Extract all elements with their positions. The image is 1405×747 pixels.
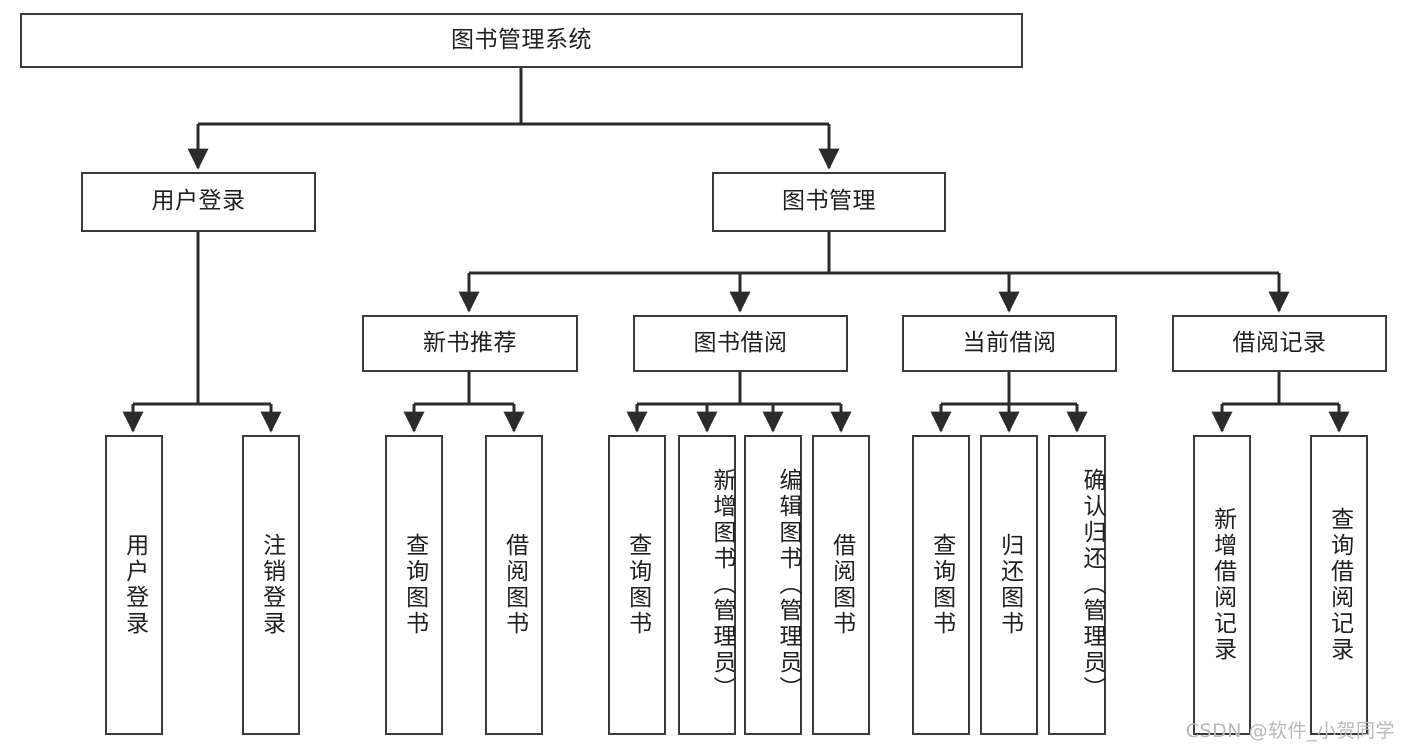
node-leaf-borrow-book-1-label: 借阅图书 xyxy=(501,533,528,637)
node-new-book-rec-label: 新书推荐 xyxy=(423,329,517,356)
node-leaf-user-login[interactable]: 用户登录 xyxy=(105,435,163,735)
node-leaf-edit-book-label: 编辑图书（管理员） xyxy=(775,468,801,702)
node-current-borrow-label: 当前借阅 xyxy=(962,329,1057,356)
node-leaf-add-book[interactable]: 新增图书（管理员） xyxy=(678,435,736,735)
node-leaf-edit-book[interactable]: 编辑图书（管理员） xyxy=(744,435,802,735)
node-leaf-confirm-return-label: 确认归还（管理员） xyxy=(1079,468,1105,702)
node-book-borrow[interactable]: 图书借阅 xyxy=(633,315,848,372)
node-leaf-query-book-1-label: 查询图书 xyxy=(401,533,428,637)
node-leaf-add-book-label: 新增图书（管理员） xyxy=(709,468,735,702)
node-root[interactable]: 图书管理系统 xyxy=(20,13,1023,68)
node-book-borrow-label: 图书借阅 xyxy=(693,329,788,356)
node-borrow-record-label: 借阅记录 xyxy=(1232,329,1327,356)
node-book-manage[interactable]: 图书管理 xyxy=(712,172,946,232)
node-leaf-query-book-2-label: 查询图书 xyxy=(624,533,651,637)
node-leaf-return-book[interactable]: 归还图书 xyxy=(980,435,1038,735)
node-leaf-borrow-book-1[interactable]: 借阅图书 xyxy=(485,435,543,735)
node-leaf-borrow-book-2[interactable]: 借阅图书 xyxy=(812,435,870,735)
node-book-manage-label: 图书管理 xyxy=(782,188,876,215)
node-leaf-add-record-label: 新增借阅记录 xyxy=(1209,507,1236,663)
node-leaf-return-book-label: 归还图书 xyxy=(996,533,1023,637)
node-root-label: 图书管理系统 xyxy=(451,26,592,53)
watermark: CSDN @软件_小贺同学 xyxy=(1185,720,1395,742)
node-leaf-logout[interactable]: 注销登录 xyxy=(242,435,300,735)
node-leaf-add-record[interactable]: 新增借阅记录 xyxy=(1193,435,1251,735)
node-leaf-user-login-label: 用户登录 xyxy=(121,533,148,637)
node-leaf-query-book-3-label: 查询图书 xyxy=(928,533,955,637)
node-current-borrow[interactable]: 当前借阅 xyxy=(902,315,1117,372)
node-user-login[interactable]: 用户登录 xyxy=(81,172,316,232)
node-leaf-confirm-return[interactable]: 确认归还（管理员） xyxy=(1048,435,1106,735)
node-leaf-query-record-label: 查询借阅记录 xyxy=(1326,507,1353,663)
node-leaf-query-book-2[interactable]: 查询图书 xyxy=(608,435,666,735)
node-leaf-query-book-1[interactable]: 查询图书 xyxy=(385,435,443,735)
node-user-login-label: 用户登录 xyxy=(151,188,246,215)
node-leaf-logout-label: 注销登录 xyxy=(258,533,285,637)
node-leaf-borrow-book-2-label: 借阅图书 xyxy=(828,533,855,637)
node-borrow-record[interactable]: 借阅记录 xyxy=(1172,315,1387,372)
node-new-book-rec[interactable]: 新书推荐 xyxy=(362,315,578,372)
node-leaf-query-record[interactable]: 查询借阅记录 xyxy=(1310,435,1368,735)
node-leaf-query-book-3[interactable]: 查询图书 xyxy=(912,435,970,735)
